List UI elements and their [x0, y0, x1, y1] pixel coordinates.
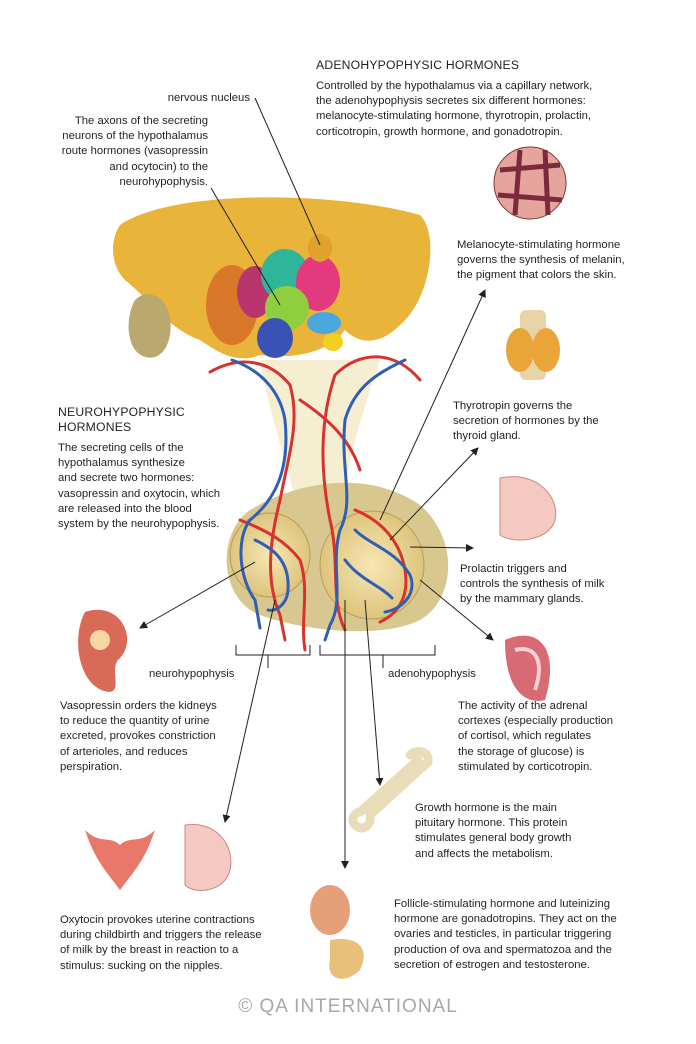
prolactin-caption: Prolactin triggers and controls the synt…: [460, 563, 605, 606]
nervous-nucleus-label: nervous nucleus: [167, 92, 250, 104]
adenohypophysis-label: adenohypophysis: [388, 668, 476, 680]
credit: © QA INTERNATIONAL: [0, 996, 696, 1018]
credit-text: QA INTERNATIONAL: [259, 996, 458, 1017]
oxytocin-caption: Oxytocin provokes uterine contractions d…: [60, 914, 262, 972]
arrow-oxytocin: [222, 599, 276, 823]
arrow-growth: [364, 599, 384, 786]
bracket-adenohypophysis: [319, 645, 436, 668]
gonadotropin-caption: Follicle-stimulating hormone and luteini…: [394, 898, 617, 971]
vasopressin-caption: Vasopressin orders the kidneys to reduce…: [60, 700, 217, 773]
skin-icon: [493, 146, 567, 220]
arrow-prolactin: [409, 543, 474, 552]
bone-icon: [348, 747, 433, 833]
thyrotropin-caption: Thyrotropin governs the secretion of hor…: [453, 400, 599, 443]
neuro-intro: The secreting cells of the hypothalamus …: [58, 442, 221, 531]
leader-nervous-nucleus: [254, 97, 321, 246]
melanocyte-caption: Melanocyte-stimulating hormone governs t…: [457, 239, 625, 282]
pituitary-stalk: [260, 360, 380, 520]
kidney-icon: [78, 609, 128, 692]
arrow-vasopressin: [139, 561, 256, 629]
gonad-icon: [310, 885, 364, 979]
breast-icon-oxytocin: [184, 824, 232, 891]
bracket-neurohypophysis: [235, 645, 311, 668]
arrow-melanocyte: [379, 289, 486, 521]
adrenal-icon: [505, 635, 551, 701]
neuro-heading: NEUROHYPOPHYSIC HORMONES: [58, 405, 185, 434]
arrow-thyrotropin: [389, 447, 479, 541]
axons-caption: The axons of the secreting neurons of th…: [61, 115, 208, 188]
thyroid-icon: [506, 310, 560, 380]
adrenal-caption: The activity of the adrenal cortexes (es…: [458, 700, 614, 773]
veins: [230, 358, 414, 642]
growth-caption: Growth hormone is the main pituitary hor…: [415, 802, 572, 860]
neurohypophysis-label: neurohypophysis: [149, 668, 235, 680]
adeno-intro: Controlled by the hypothalamus via a cap…: [316, 80, 593, 138]
leader-axons: [210, 187, 281, 306]
breast-icon-prolactin: [499, 476, 557, 541]
nervous-nuclei: [206, 234, 343, 358]
hypothalamus-shadow: [128, 294, 171, 358]
adeno-heading: ADENOHYPOPHYSIC HORMONES: [316, 58, 520, 72]
leader-lines: [139, 97, 494, 869]
uterus-icon: [85, 830, 155, 890]
arrow-adrenal: [419, 579, 494, 641]
copyright-icon: ©: [238, 996, 254, 1017]
adenohypophysis-lobe: [319, 510, 425, 620]
